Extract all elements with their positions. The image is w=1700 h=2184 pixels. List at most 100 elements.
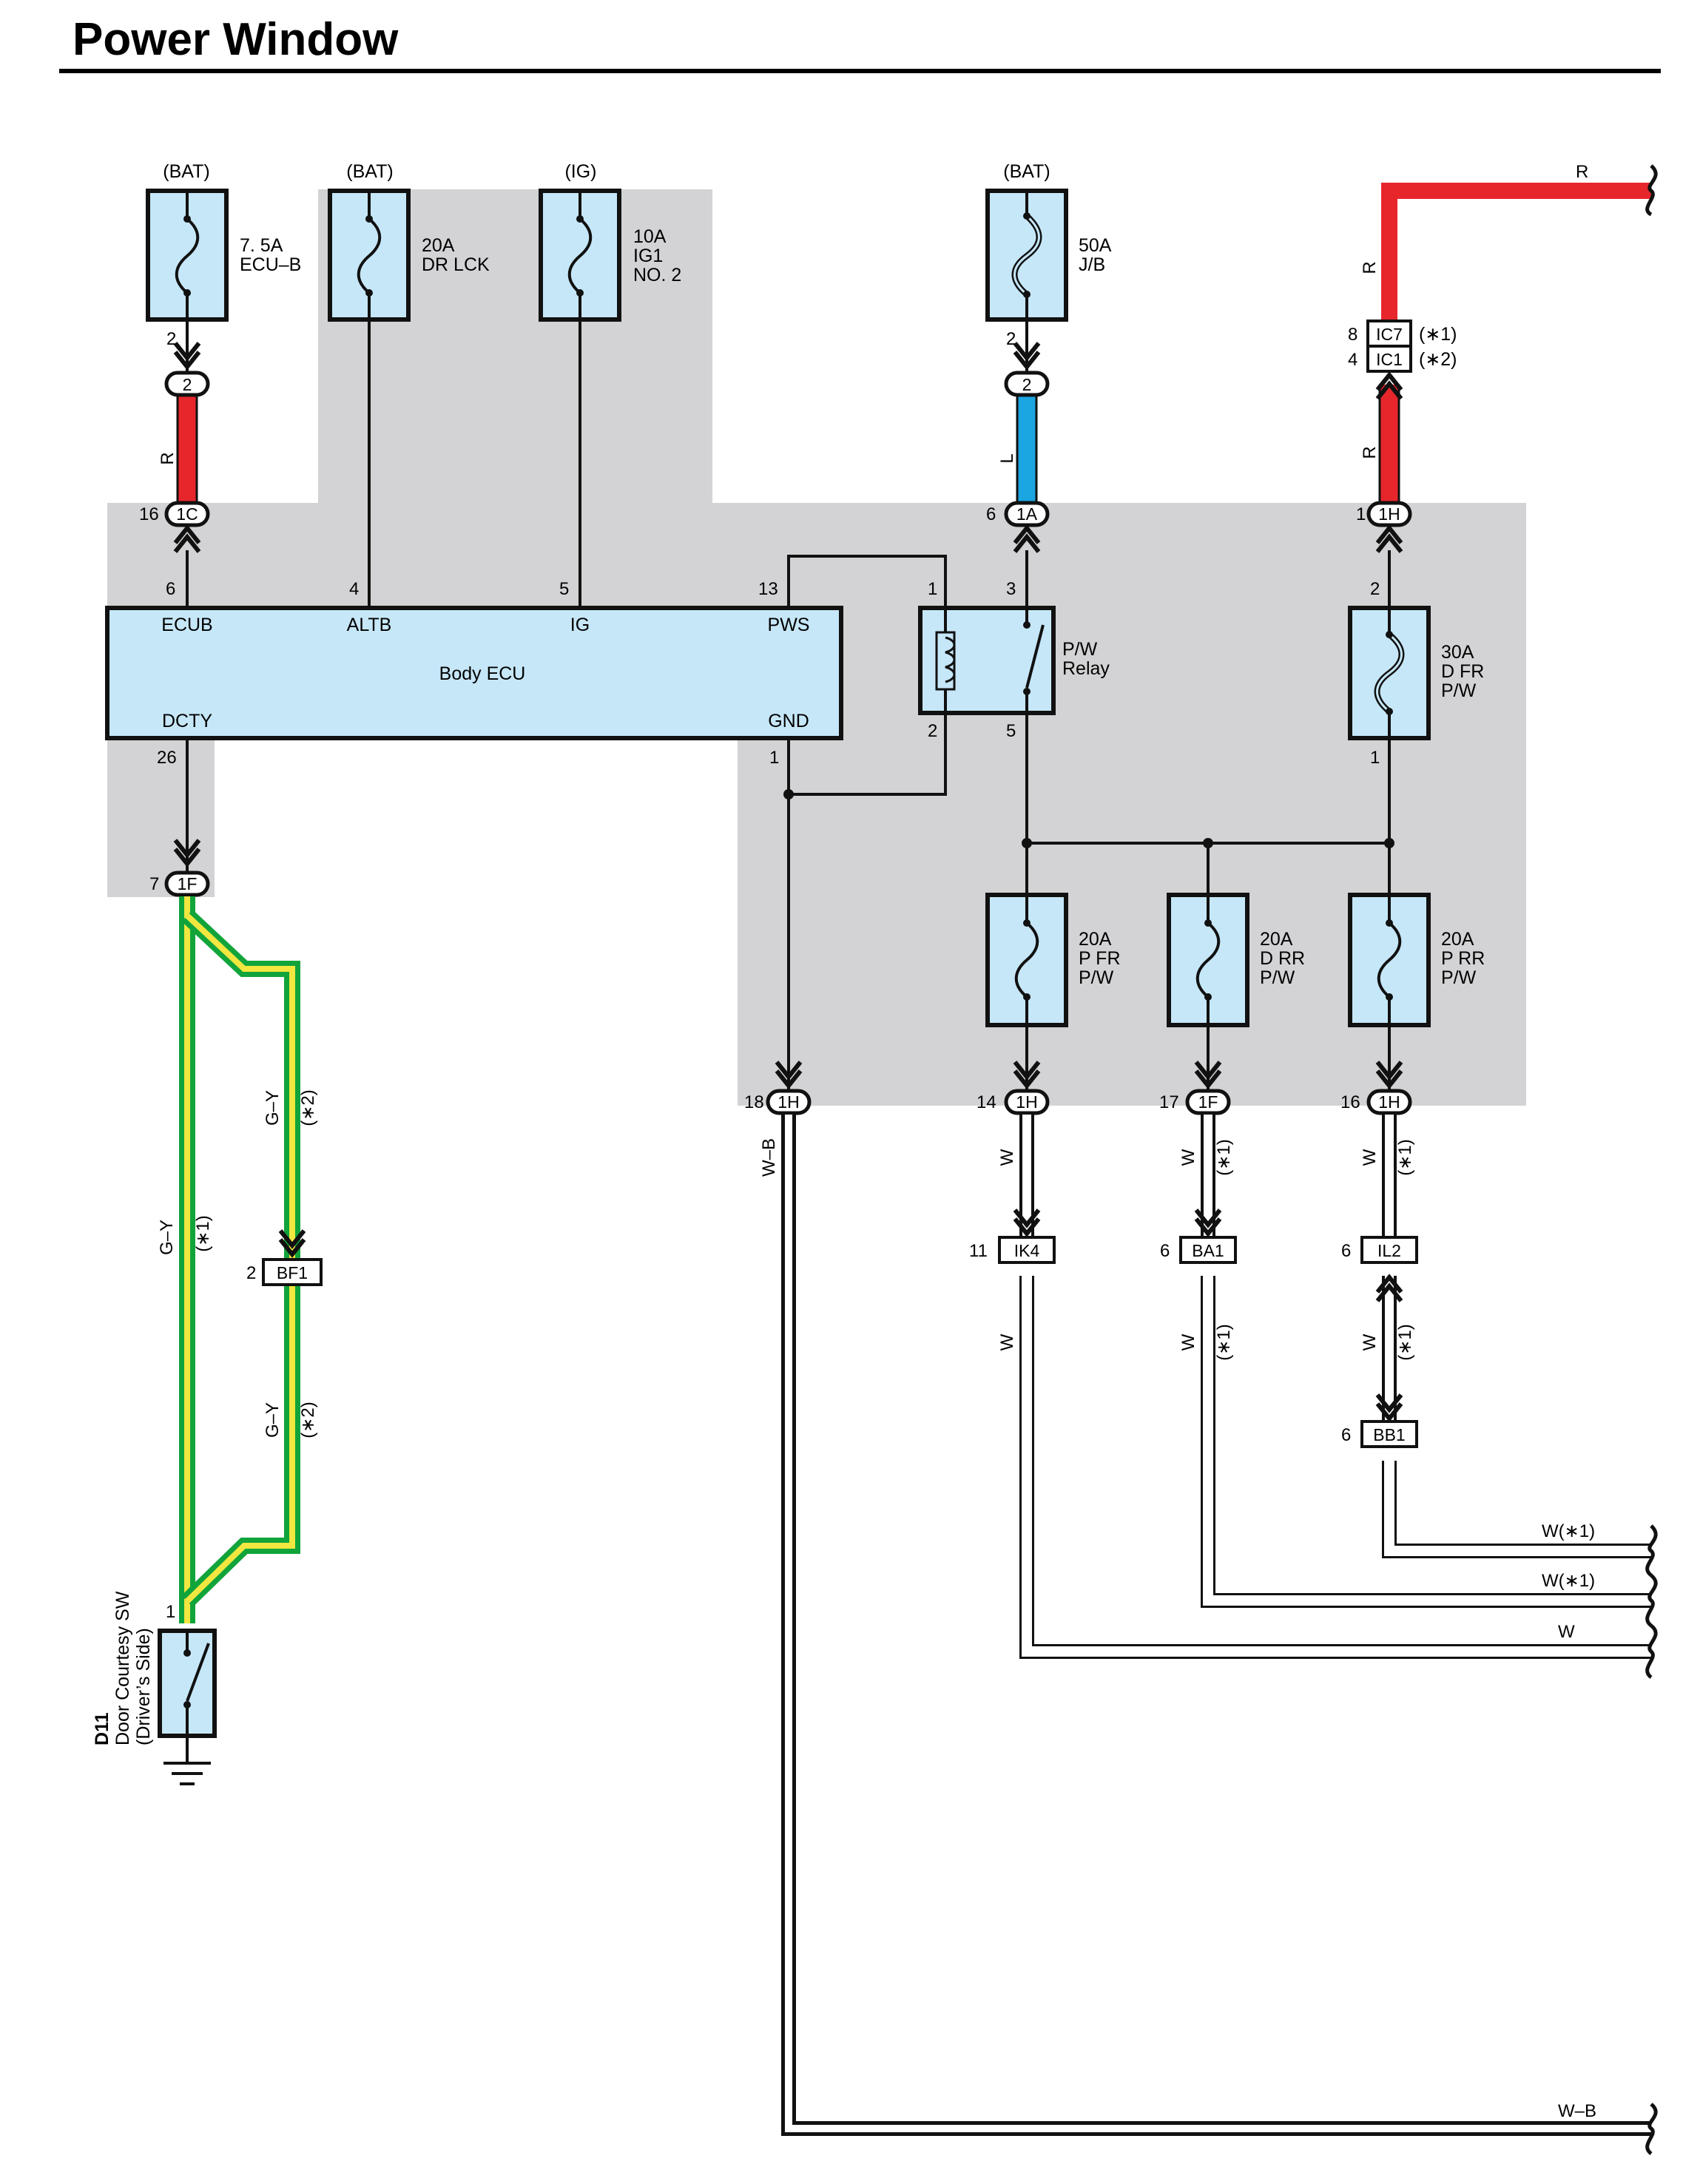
fuse-source-jb: (BAT) <box>1003 161 1050 182</box>
fuse-ig1-name2: NO. 2 <box>633 265 681 285</box>
wire-break-icon <box>1645 1524 1658 1679</box>
connector-il2 <box>1360 1236 1418 1264</box>
fuse-jb-name: J/B <box>1079 254 1105 275</box>
fuse-jb-rating: 50A <box>1079 235 1112 256</box>
switch-code: D11 <box>92 1712 112 1745</box>
connector-1h-gnd-id: 1H <box>778 1092 799 1112</box>
door-courtesy-switch <box>158 1629 217 1738</box>
fuse-dr-lck <box>328 189 411 322</box>
connector-1h-prr-id: 1H <box>1378 1092 1400 1112</box>
wire-label-w-drr-upper: W <box>1178 1149 1198 1166</box>
connector-1c-pin: 16 <box>139 504 159 524</box>
fuse-ecu-b <box>146 189 229 322</box>
relay-name2: Relay <box>1062 658 1110 679</box>
connector-2-left <box>164 371 210 397</box>
connector-ik4 <box>998 1236 1056 1264</box>
connector-2-right <box>1004 371 1050 397</box>
connector-1c-id: 1C <box>176 504 198 524</box>
wire-label-l: L <box>997 453 1017 463</box>
connector-il2-id: IL2 <box>1377 1241 1401 1260</box>
fuse-ecu-b-rating: 7. 5A <box>240 235 283 256</box>
fuse-d-rr-pw-name2: P/W <box>1260 967 1295 988</box>
ecu-pin-pws: 13 <box>758 579 778 599</box>
ecu-pin-ig: 5 <box>559 579 569 599</box>
connector-1h-gnd-pin: 18 <box>744 1092 764 1112</box>
ecu-pin-altb: 4 <box>349 579 359 599</box>
connector-1a-id: 1A <box>1016 504 1038 524</box>
body-ecu <box>105 606 843 740</box>
connector-1h-pfr <box>1004 1089 1050 1115</box>
connector-1h-prr-pin: 16 <box>1340 1092 1360 1112</box>
connector-ic7-pin: 8 <box>1348 325 1357 345</box>
connector-1h-gnd <box>766 1089 812 1115</box>
relay-pin-5: 5 <box>1006 721 1016 741</box>
connector-1h-top-id: 1H <box>1378 504 1400 524</box>
connector-1h-pfr-pin: 14 <box>977 1092 996 1112</box>
wire-break-icon <box>1645 164 1658 217</box>
pw-relay <box>918 606 1056 715</box>
wire-red-ecu-b <box>176 396 198 507</box>
wire-label-w-prr-upper: W <box>1360 1149 1380 1166</box>
wire-label-note-prr-upper: (∗1) <box>1395 1139 1415 1175</box>
fuse-ig1 <box>539 189 621 322</box>
wire-label-w-b: W–B <box>1558 2101 1596 2121</box>
connector-il2-pin: 6 <box>1341 1241 1351 1261</box>
wire-label-g-y-lower: G–Y <box>263 1402 283 1438</box>
fuse-d-fr-pw-name2: P/W <box>1441 680 1477 701</box>
fuse-d-rr-pw-name: D RR <box>1260 948 1305 969</box>
wire-label-r-top: R <box>1576 162 1588 182</box>
ecu-terminal-ecub: ECUB <box>161 615 212 635</box>
wire-white-prr <box>1382 1115 1651 1558</box>
ecu-terminal-pws: PWS <box>768 615 810 635</box>
wire-label-w-pfr-upper: W <box>997 1149 1017 1166</box>
fuse-dr-lck-rating: 20A <box>422 235 455 256</box>
connector-1c <box>164 501 210 527</box>
connector-bb1-id: BB1 <box>1373 1425 1405 1444</box>
relay-name: P/W <box>1062 639 1098 660</box>
wire-red-top-right <box>1378 183 1651 507</box>
switch-pin: 1 <box>166 1602 175 1622</box>
fuse-p-rr-pw-name: P RR <box>1441 948 1485 969</box>
wire-label-w-right: W <box>1558 1622 1575 1642</box>
wire-label-r-vertical: R <box>1360 261 1380 274</box>
body-ecu-name: Body ECU <box>439 663 526 684</box>
connector-bf1-pin: 2 <box>246 1263 256 1283</box>
fuse-d-rr-pw-rating: 20A <box>1260 929 1293 950</box>
wire-label-w-note-1-b: W(∗1) <box>1542 1571 1595 1591</box>
fuse-source-ig1: (IG) <box>564 161 596 182</box>
wire-label-r: R <box>158 452 178 464</box>
wire-label-note-2-upper: (∗2) <box>298 1089 318 1126</box>
wire-label-g-y-main: G–Y <box>157 1220 177 1255</box>
fuse-p-fr-pw-name: P FR <box>1079 948 1121 969</box>
wire-break-icon <box>1645 2103 1658 2155</box>
wire-g-y-branch <box>181 909 300 1607</box>
connector-1a-pin: 6 <box>986 504 996 524</box>
connector-ic7-id: IC7 <box>1376 325 1403 344</box>
connector-2-right-id: 2 <box>1022 375 1032 394</box>
connector-ba1-id: BA1 <box>1192 1241 1224 1260</box>
connector-ic1-id: IC1 <box>1376 350 1403 369</box>
connector-1h-pfr-id: 1H <box>1016 1092 1037 1112</box>
fuse-d-fr-pw-rating: 30A <box>1441 642 1474 663</box>
wire-label-w-b-vertical: W–B <box>759 1138 779 1177</box>
connector-1f-drr <box>1185 1089 1231 1115</box>
connector-1a <box>1004 501 1050 527</box>
ecu-pin-dcty: 26 <box>157 748 177 768</box>
ecu-terminal-ig: IG <box>570 615 590 635</box>
ecu-pin-gnd: 1 <box>769 748 779 768</box>
connector-ic1-pin: 4 <box>1348 350 1357 370</box>
connector-1h-prr <box>1366 1089 1412 1115</box>
fuse-p-rr-pw-name2: P/W <box>1441 967 1477 988</box>
wire-label-note-prr-lower: (∗1) <box>1395 1324 1415 1360</box>
fuse-p-fr-pw <box>985 893 1068 1027</box>
wire-label-w-note-1-a: W(∗1) <box>1542 1521 1595 1541</box>
fuse-dr-lck-name: DR LCK <box>422 254 490 275</box>
switch-name2: (Driver’s Side) <box>133 1628 154 1745</box>
relay-pin-1: 1 <box>928 579 937 599</box>
connector-bb1-pin: 6 <box>1341 1425 1351 1445</box>
connector-1h-top <box>1366 501 1412 527</box>
connector-bf1 <box>262 1258 323 1286</box>
connector-1f-drr-id: 1F <box>1198 1092 1218 1112</box>
switch-name: Door Courtesy SW <box>112 1591 133 1745</box>
connector-ic7-note: (∗1) <box>1419 324 1457 345</box>
